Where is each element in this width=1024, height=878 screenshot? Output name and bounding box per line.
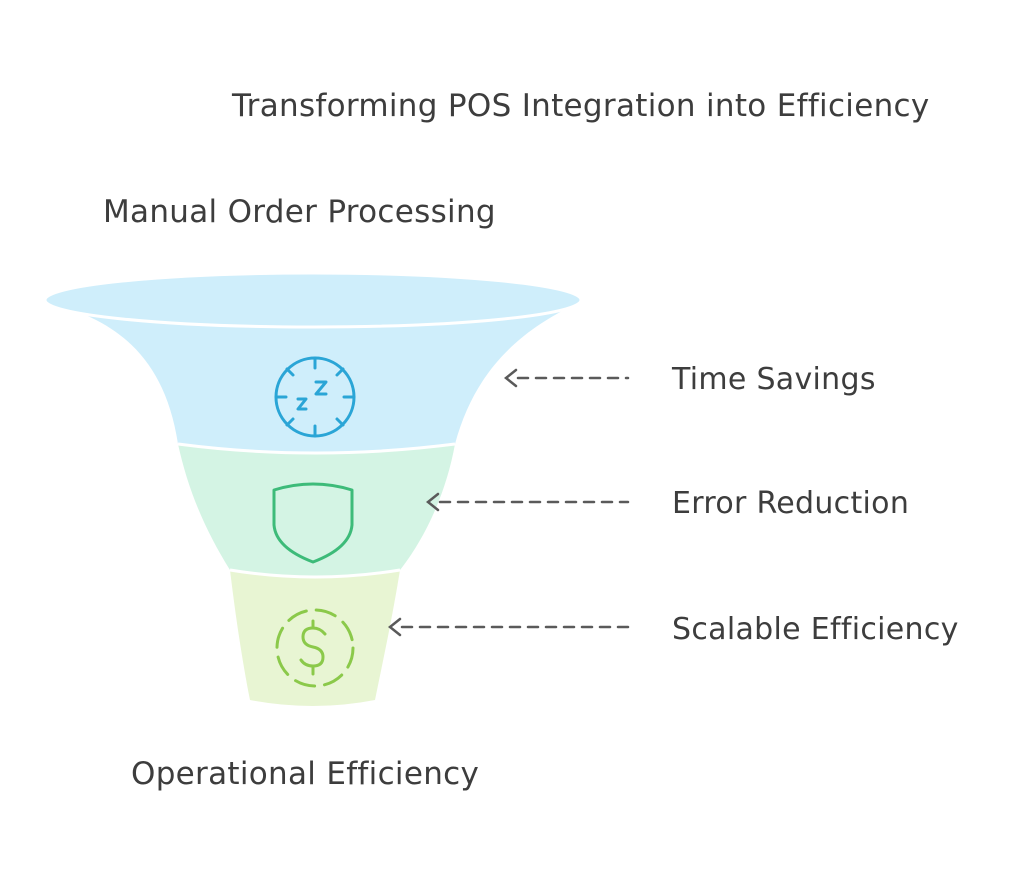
sleep-clock-icon [274,356,356,438]
arrow-time-savings [503,368,630,388]
arrow-scalable-efficiency [387,617,630,637]
funnel-stage-2 [178,444,455,577]
funnel-output-label: Operational Efficiency [131,756,480,792]
diagram-title: Transforming POS Integration into Effici… [232,88,930,124]
arrow-error-reduction [425,492,630,512]
stage-label-error-reduction: Error Reduction [672,486,910,521]
funnel-opening [43,271,583,329]
funnel-input-label: Manual Order Processing [103,194,496,230]
stage-label-scalable-efficiency: Scalable Efficiency [672,612,959,647]
shield-icon [272,482,354,564]
funnel-stage-3 [230,570,400,706]
dollar-icon [275,608,355,688]
stage-label-time-savings: Time Savings [672,362,876,397]
funnel-stage-1 [46,302,580,453]
